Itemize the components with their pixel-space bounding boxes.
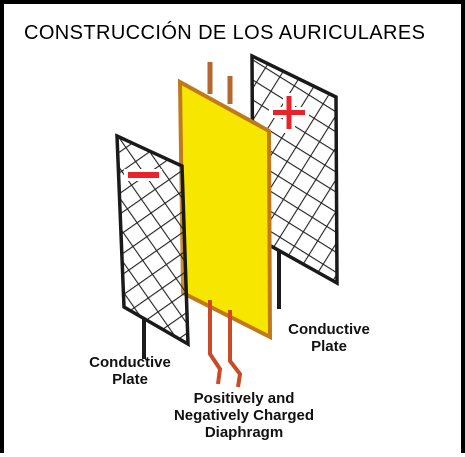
minus-sign-icon: [124, 169, 162, 181]
diaphragm-label: Positively and Negatively Charged Diaphr…: [173, 390, 315, 441]
headphone-construction-diagram: [115, 53, 339, 388]
diaphragm-bottom-wires: [208, 300, 243, 388]
diagram-title: CONSTRUCCIÓN DE LOS AURICULARES: [24, 22, 426, 44]
plus-sign-icon: [269, 93, 309, 133]
diaphragm-top-wires: [207, 62, 233, 104]
left-conductive-plate: [115, 133, 190, 359]
right-plate-label: Conductive Plate: [288, 321, 370, 355]
left-plate-label: Conductive Plate: [89, 354, 171, 388]
